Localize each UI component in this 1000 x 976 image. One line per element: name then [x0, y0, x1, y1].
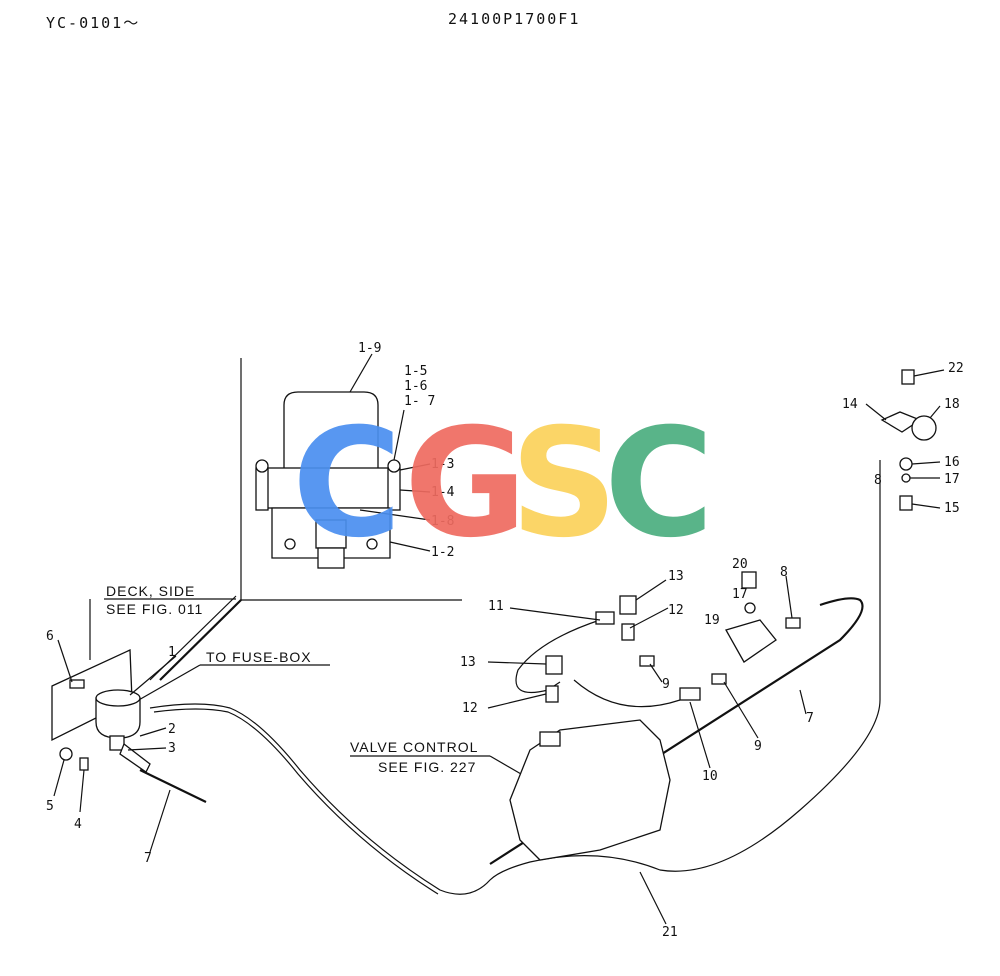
tee-12b	[545, 685, 559, 703]
hose-10	[573, 679, 681, 708]
part-number-label: 24100P1700F1	[448, 10, 580, 28]
callout-9-lower: 9	[754, 739, 762, 754]
nut-left	[255, 459, 269, 473]
fitting-11	[595, 611, 615, 625]
mount-hole-left	[284, 538, 296, 550]
solenoid-valve-assembly-1	[59, 689, 151, 773]
callout-5: 5	[46, 799, 54, 814]
callout-13-lower: 13	[460, 655, 476, 670]
fuse-box-note: TO FUSE-BOX	[206, 649, 312, 665]
callout-19: 19	[704, 613, 720, 628]
callout-1-7: 1- 7	[404, 394, 435, 409]
fitting-9a	[639, 655, 655, 667]
solenoid-port	[315, 519, 347, 549]
callout-3: 3	[168, 741, 176, 756]
bolt-4	[79, 757, 89, 771]
callout-14: 14	[842, 397, 858, 412]
valve-control-block	[509, 719, 671, 861]
hose-7-left	[139, 769, 207, 803]
washer-17b	[901, 473, 911, 483]
callout-15: 15	[944, 501, 960, 516]
callout-7-right: 7	[806, 711, 814, 726]
callout-17-left: 17	[732, 587, 748, 602]
callout-11: 11	[488, 599, 504, 614]
deck-side-note-line1: DECK, SIDE	[106, 583, 195, 599]
valve-control-note-line2: SEE FIG. 227	[378, 759, 476, 775]
fitting-9b	[711, 673, 727, 685]
elbow-13b	[545, 655, 563, 675]
hose-7-right	[489, 597, 864, 865]
cgsc-watermark-logo: C G S C	[292, 397, 714, 571]
callout-1-6: 1-6	[404, 379, 427, 394]
elbow-13a	[619, 595, 637, 615]
hose-lines	[139, 460, 881, 895]
callout-13-upper: 13	[668, 569, 684, 584]
callout-7-left: 7	[144, 851, 152, 866]
callout-20: 20	[732, 557, 748, 572]
callout-1-8: 1-8	[431, 514, 454, 529]
callout-12-lower: 12	[462, 701, 478, 716]
callout-1-9: 1-9	[358, 341, 381, 356]
fittings	[545, 571, 801, 703]
callout-16: 16	[944, 455, 960, 470]
callout-leaders	[53, 369, 945, 925]
hose-21	[149, 460, 881, 895]
mount-hole-right	[366, 538, 378, 550]
deck-side-note-line2: SEE FIG. 011	[106, 601, 203, 617]
bolt-20	[741, 571, 757, 589]
switch-18	[911, 415, 937, 441]
callout-1-2: 1-2	[431, 545, 454, 560]
callout-1-5: 1-5	[404, 364, 427, 379]
callout-4: 4	[74, 817, 82, 832]
solenoid-outlet	[317, 547, 345, 569]
callout-8-line-marker: 8	[874, 473, 882, 488]
watermark-letter-c1: C	[292, 397, 402, 571]
callout-18: 18	[944, 397, 960, 412]
callout-1-4: 1-4	[431, 485, 455, 500]
inset-leaders	[349, 353, 431, 552]
fitting-8	[785, 617, 801, 629]
callout-1: 1	[168, 645, 176, 660]
fitting-10	[679, 687, 701, 701]
solenoid-detail-assembly	[255, 391, 401, 569]
serial-range-label: YC-0101～	[46, 14, 140, 32]
callout-9-upper: 9	[662, 677, 670, 692]
watermark-letter-s: S	[510, 397, 618, 571]
callout-12-upper: 12	[668, 603, 684, 618]
callout-2: 2	[168, 722, 176, 737]
callout-1-3: 1-3	[431, 457, 454, 472]
callout-10: 10	[702, 769, 718, 784]
solenoid-cover	[283, 391, 379, 471]
callout-6: 6	[46, 629, 54, 644]
washer-16	[899, 457, 913, 471]
bolt-22	[901, 369, 915, 385]
bolt-15	[899, 495, 913, 511]
valve-control-note-line1: VALVE CONTROL	[350, 739, 478, 755]
watermark-letter-g: G	[404, 397, 527, 571]
washer-17a	[744, 602, 756, 614]
callout-8: 8	[780, 565, 788, 580]
callout-21: 21	[662, 925, 678, 940]
block-19	[725, 619, 777, 663]
callout-22: 22	[948, 361, 964, 376]
solenoid-bolt-left	[255, 467, 269, 511]
callout-17-right: 17	[944, 472, 960, 487]
watermark-letter-c2: C	[604, 397, 714, 571]
pressure-switch-assembly	[880, 369, 937, 511]
washer-5	[59, 747, 73, 761]
hose-11	[515, 619, 601, 694]
